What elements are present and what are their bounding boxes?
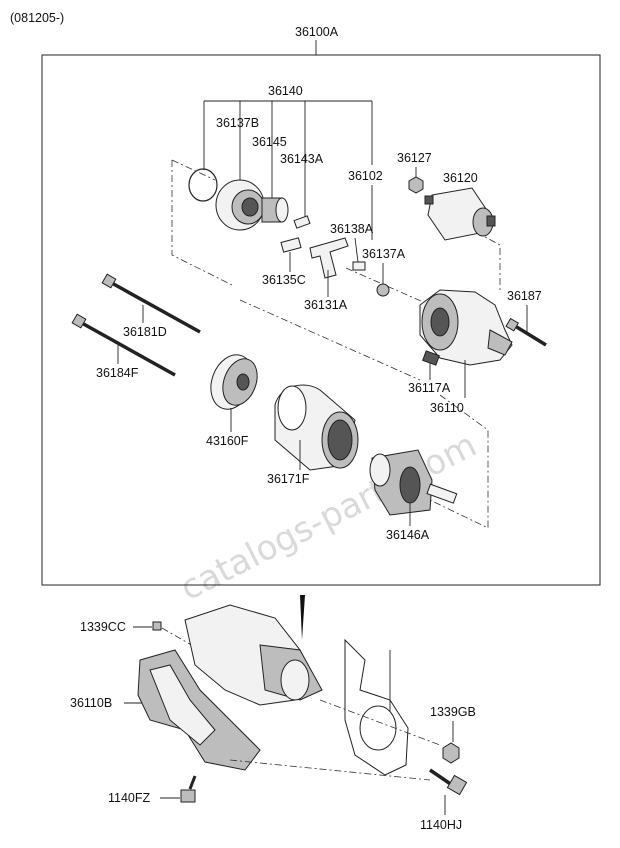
label-36146A[interactable]: 36146A — [386, 528, 430, 542]
armature-part[interactable] — [369, 449, 458, 516]
leader-36138A — [354, 237, 359, 263]
through-bolt-36184F[interactable] — [71, 313, 176, 377]
lever-part[interactable] — [309, 237, 349, 279]
label-43160F[interactable]: 43160F — [206, 434, 249, 448]
label-1140HJ[interactable]: 1140HJ — [420, 818, 462, 832]
label-36140[interactable]: 36140 — [268, 84, 303, 98]
grommet-part[interactable] — [422, 350, 440, 366]
label-36120[interactable]: 36120 — [443, 171, 478, 185]
bolt-1140FZ-part[interactable] — [180, 775, 197, 803]
assembly-frame — [41, 54, 601, 586]
label-36145[interactable]: 36145 — [252, 135, 287, 149]
dash-line — [319, 699, 441, 746]
label-36110B[interactable]: 36110B — [70, 696, 112, 710]
pointer-arrow — [300, 595, 305, 640]
label-36117A[interactable]: 36117A — [408, 381, 451, 395]
label-36171F[interactable]: 36171F — [267, 472, 310, 486]
label-36110[interactable]: 36110 — [430, 401, 464, 415]
label-36184F[interactable]: 36184F — [96, 366, 139, 380]
label-36143A[interactable]: 36143A — [280, 152, 324, 166]
end-plate-part[interactable] — [204, 349, 264, 415]
nut-1339GB-part[interactable] — [442, 742, 460, 764]
plug-part[interactable] — [376, 283, 390, 297]
gear-housing-part[interactable] — [215, 179, 265, 231]
dash-line — [239, 299, 421, 381]
yoke-part[interactable] — [274, 384, 359, 471]
through-bolt-36181D[interactable] — [101, 273, 201, 334]
gasket-plate-part — [344, 638, 409, 776]
dash-line — [229, 759, 431, 781]
label-36181D[interactable]: 36181D — [123, 325, 167, 339]
label-36131A[interactable]: 36131A — [304, 298, 348, 312]
label-36127[interactable]: 36127 — [397, 151, 432, 165]
pin-part[interactable] — [352, 261, 366, 271]
part-36135C[interactable] — [280, 237, 302, 253]
o-ring-part[interactable] — [188, 168, 218, 202]
bolt-36187-part[interactable] — [505, 317, 547, 347]
label-1339CC[interactable]: 1339CC — [80, 620, 126, 634]
label-36137A[interactable]: 36137A — [362, 247, 406, 261]
revision-code: (081205-) — [10, 11, 64, 25]
label-36187[interactable]: 36187 — [507, 289, 542, 303]
nut-part[interactable] — [408, 176, 424, 194]
front-housing-part[interactable] — [419, 289, 513, 366]
label-1140FZ[interactable]: 1140FZ — [108, 791, 151, 805]
label-36102[interactable]: 36102 — [348, 169, 383, 183]
label-36100A[interactable]: 36100A — [295, 25, 339, 39]
clip-part[interactable] — [293, 215, 311, 229]
bolt-1140HJ-part[interactable] — [429, 768, 468, 796]
dash-line — [171, 160, 233, 286]
label-36138A[interactable]: 36138A — [330, 222, 374, 236]
bolt-1339CC-part[interactable] — [152, 621, 162, 631]
label-36135C[interactable]: 36135C — [262, 273, 306, 287]
label-36137B[interactable]: 36137B — [216, 116, 259, 130]
starter-assembly-part[interactable] — [184, 604, 323, 706]
bracket-36110B-part[interactable] — [137, 649, 261, 771]
dash-line — [429, 394, 489, 529]
bracket-36140 — [203, 100, 373, 220]
solenoid-part[interactable] — [424, 187, 496, 241]
pinion-gear-part[interactable] — [261, 197, 289, 223]
label-1339GB[interactable]: 1339GB — [430, 705, 476, 719]
